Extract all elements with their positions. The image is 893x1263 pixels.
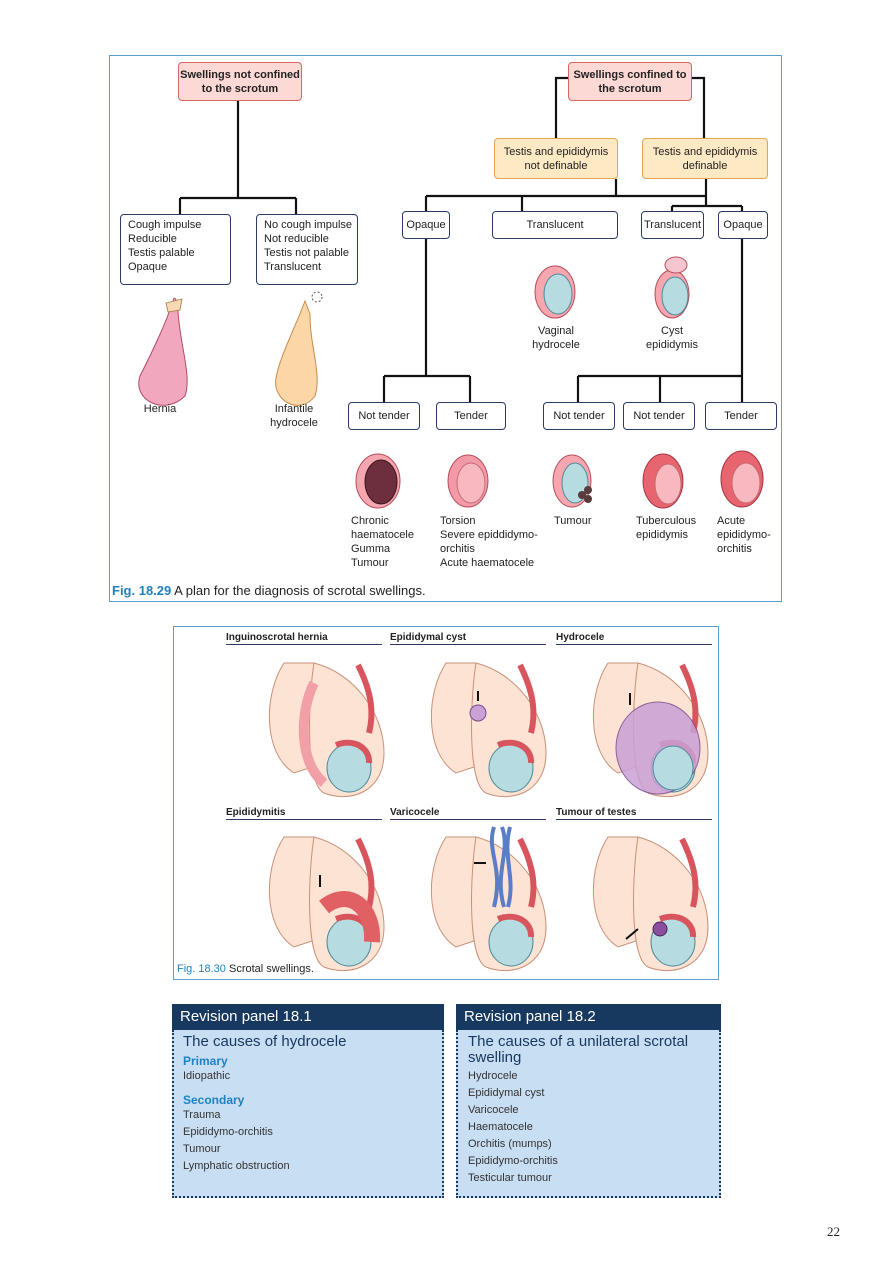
list-item: Varicocele xyxy=(468,1104,519,1116)
caption-text: Scrotal swellings. xyxy=(228,963,314,975)
box-swellings-not-confined: Swellings not confined to the scrotum xyxy=(178,62,302,101)
box-opaque-right: Opaque xyxy=(718,211,768,239)
box-cough-impulse: Cough impulse Reducible Testis palable O… xyxy=(120,214,231,285)
revision-panel-title: The causes of a unilateral scrotal swell… xyxy=(468,1033,689,1066)
panel-title-varicocele: Varicocele xyxy=(390,807,546,820)
label-chronic-haematocele: Chronic haematocele Gumma Tumour xyxy=(351,515,414,569)
list-item: Epididymal cyst xyxy=(468,1087,545,1099)
hydrocele-panel-drawing xyxy=(593,663,708,797)
box-tender-2: Tender xyxy=(705,402,777,430)
panel-title-tumour-of-testes: Tumour of testes xyxy=(556,807,712,820)
box-not-tender-3: Not tender xyxy=(623,402,695,430)
box-tender-1: Tender xyxy=(436,402,506,430)
panel-title-hydrocele: Hydrocele xyxy=(556,632,712,645)
label-torsion: Torsion Severe epiddidymo- orchitis Acut… xyxy=(440,515,538,569)
revision-panel-body: The causes of a unilateral scrotal swell… xyxy=(456,1030,721,1198)
secondary-heading: Secondary xyxy=(183,1093,245,1107)
list-item: Tumour xyxy=(183,1143,221,1155)
list-item: Lymphatic obstruction xyxy=(183,1160,290,1172)
revision-panel-18-1: Revision panel 18.1 The causes of hydroc… xyxy=(172,1004,444,1198)
acute-epididymo-orchitis-illustration xyxy=(720,450,764,508)
label-tuberculous-epididymis: Tuberculous epididymis xyxy=(636,515,697,541)
list-item: Epididymo-orchitis xyxy=(468,1155,558,1167)
label-acute-epididymo-orchitis: Acute epididymo- orchitis xyxy=(717,515,771,555)
diagnosis-flowchart-figure: Swellings not confined to the scrotum Sw… xyxy=(109,55,782,602)
list-item: Hydrocele xyxy=(468,1070,518,1082)
revision-panel-header: Revision panel 18.2 xyxy=(456,1004,721,1030)
hernia-panel-drawing xyxy=(269,663,384,797)
testicular-tumour-panel-drawing xyxy=(593,837,708,971)
figure-caption-18-30: Fig. 18.30 Scrotal swellings. xyxy=(177,963,314,975)
chronic-haematocele-illustration xyxy=(355,453,401,509)
revision-panel-body: The causes of hydrocele Primary Idiopath… xyxy=(172,1030,444,1198)
box-translucent-left: Translucent xyxy=(492,211,618,239)
varicocele-panel-drawing xyxy=(431,826,546,971)
epididymitis-panel-drawing xyxy=(269,837,384,971)
list-item: Idiopathic xyxy=(183,1070,231,1082)
caption-text: A plan for the diagnosis of scrotal swel… xyxy=(174,583,426,598)
list-item: Orchitis (mumps) xyxy=(468,1138,552,1150)
label-hernia: Hernia xyxy=(143,403,177,415)
flowchart-connectors xyxy=(138,76,764,509)
vaginal-hydrocele-illustration xyxy=(534,265,576,319)
caption-number: Fig. 18.29 xyxy=(112,583,172,598)
revision-panel-18-2: Revision panel 18.2 The causes of a unil… xyxy=(456,1004,721,1198)
panel-title-epididymitis: Epididymitis xyxy=(226,807,382,820)
box-not-tender-1: Not tender xyxy=(348,402,420,430)
figure-caption-18-29: Fig. 18.29 A plan for the diagnosis of s… xyxy=(112,583,426,598)
box-opaque-left: Opaque xyxy=(402,211,450,239)
hernia-illustration xyxy=(138,297,188,406)
revision-panel-header: Revision panel 18.1 xyxy=(172,1004,444,1030)
caption-number: Fig. 18.30 xyxy=(177,963,226,975)
box-swellings-confined: Swellings confined to the scrotum xyxy=(568,62,692,101)
tumour-illustration xyxy=(552,454,592,508)
cyst-epididymis-illustration xyxy=(654,256,690,319)
list-item: Trauma xyxy=(183,1109,221,1121)
label-tumour: Tumour xyxy=(554,515,592,527)
label-vaginal-hydrocele: Vaginal hydrocele xyxy=(532,325,580,351)
infantile-hydrocele-illustration xyxy=(275,291,323,406)
box-testis-definable: Testis and epididymis definable xyxy=(642,138,768,179)
tuberculous-epididymis-illustration xyxy=(642,453,684,509)
list-item: Haematocele xyxy=(468,1121,533,1133)
list-item: Testicular tumour xyxy=(468,1172,552,1184)
page-number: 22 xyxy=(827,1224,840,1239)
box-testis-not-definable: Testis and epididymis not definable xyxy=(494,138,618,179)
list-item: Epididymo-orchitis xyxy=(183,1126,273,1138)
panel-title-epididymal-cyst: Epididymal cyst xyxy=(390,632,546,645)
panel-title-hernia: Inguinoscrotal hernia xyxy=(226,632,382,645)
box-translucent-right: Translucent xyxy=(641,211,704,239)
revision-panel-title: The causes of hydrocele xyxy=(183,1033,347,1050)
label-infantile-hydrocele: Infantile hydrocele xyxy=(270,403,318,429)
primary-heading: Primary xyxy=(183,1054,228,1068)
torsion-illustration xyxy=(447,454,489,508)
epididymal-cyst-panel-drawing xyxy=(431,663,546,797)
scrotal-illustrations xyxy=(174,627,720,981)
label-cyst-epididymis: Cyst epididymis xyxy=(646,325,698,351)
scrotal-swellings-figure: Inguinoscrotal hernia Epididymal cyst Hy… xyxy=(173,626,719,980)
box-not-tender-2: Not tender xyxy=(543,402,615,430)
box-no-cough-impulse: No cough impulse Not reducible Testis no… xyxy=(256,214,358,285)
